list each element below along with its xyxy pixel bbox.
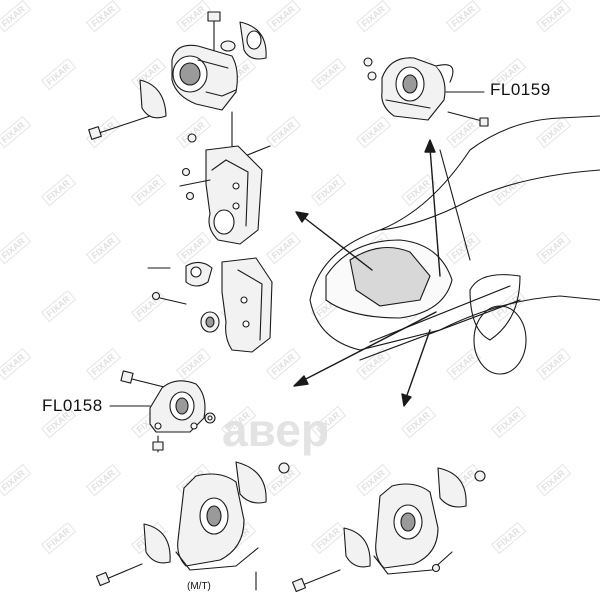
watermark-tile: FIXAR <box>0 463 32 497</box>
watermark-tile: FIXAR <box>490 173 527 207</box>
middle-bracket <box>179 145 263 245</box>
watermark-tile: FIXAR <box>400 173 437 207</box>
car-body-outline <box>309 115 600 375</box>
watermark-tile: FIXAR <box>535 0 572 33</box>
watermark-tile: FIXAR <box>310 57 347 91</box>
watermark-tile: FIXAR <box>535 115 572 149</box>
watermark-tile: FIXAR <box>310 521 347 555</box>
watermark-tile: FIXAR <box>175 347 212 381</box>
watermark-tile: FIXAR <box>265 115 302 149</box>
watermark-tile: FIXAR <box>175 231 212 265</box>
transmission-note: (M/T) <box>187 581 211 592</box>
watermark-tile: FIXAR <box>130 173 167 207</box>
watermark-tile: FIXAR <box>310 173 347 207</box>
watermark-tile: FIXAR <box>355 115 392 149</box>
watermark-tile: FIXAR <box>265 347 302 381</box>
watermark-tile: FIXAR <box>175 0 212 33</box>
watermark-tile: FIXAR <box>535 463 572 497</box>
watermark-tile: FIXAR <box>130 289 167 323</box>
bottom-right-mount <box>291 467 486 593</box>
watermark-tile: FIXAR <box>355 347 392 381</box>
watermark-tile: FIXAR <box>445 0 482 33</box>
watermark-tile: FIXAR <box>535 231 572 265</box>
watermark-tile: FIXAR <box>85 0 122 33</box>
watermark-tile: FIXAR <box>0 0 32 33</box>
watermark-tile: FIXAR <box>445 115 482 149</box>
upper-mount-fl0159 <box>363 57 489 127</box>
watermark-logo-text: авер <box>222 404 329 456</box>
pointer-arrows <box>293 139 441 407</box>
part-label-fl0158: FL0158 <box>42 396 103 415</box>
upper-left-mount-assembly <box>88 11 271 159</box>
watermark-tile: FIXAR <box>40 289 77 323</box>
bottom-left-mount-mt <box>95 461 290 591</box>
watermark-tile: FIXAR <box>355 0 392 33</box>
watermark-tile: FIXAR <box>85 347 122 381</box>
watermark-tile: FIXAR <box>535 347 572 381</box>
watermark-tile: FIXAR <box>85 463 122 497</box>
watermark-tile: FIXAR <box>175 115 212 149</box>
watermark-logo: авер <box>222 404 329 456</box>
watermark-tile: FIXAR <box>85 231 122 265</box>
watermark-tile: FIXAR <box>0 115 32 149</box>
watermark-tile: FIXAR <box>265 0 302 33</box>
watermark-tile: FIXAR <box>40 173 77 207</box>
watermark-tile: FIXAR <box>265 231 302 265</box>
watermark-tile: FIXAR <box>490 521 527 555</box>
watermark-tile: FIXAR <box>40 521 77 555</box>
part-label-fl0159: FL0159 <box>490 80 551 99</box>
watermark-tile: FIXAR <box>0 231 32 265</box>
watermark-tile: FIXAR <box>400 405 437 439</box>
watermark-tile: FIXAR <box>0 347 32 381</box>
lower-mount-fl0158 <box>109 370 216 453</box>
watermark-tile: FIXAR <box>490 405 527 439</box>
watermark-tile: FIXAR <box>40 57 77 91</box>
lower-bracket <box>147 257 273 353</box>
